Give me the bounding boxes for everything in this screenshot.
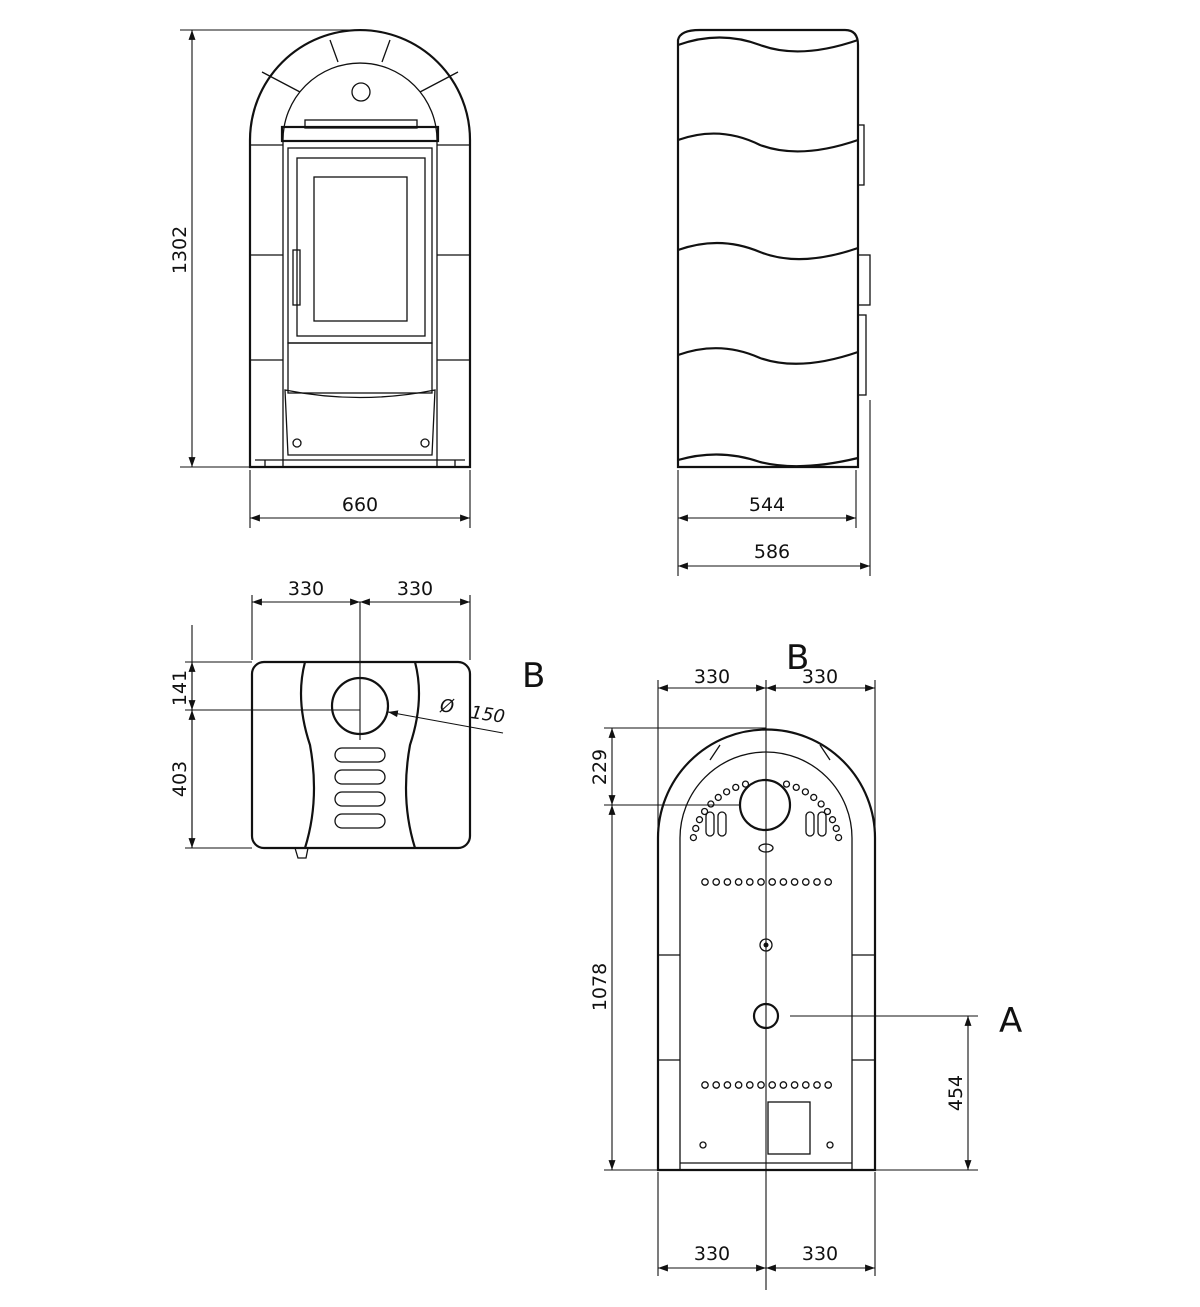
- rear-outlet-label-b: B: [786, 638, 809, 678]
- vent-hole: [790, 1081, 799, 1089]
- front-view: [248, 28, 472, 469]
- vent-hole: [832, 824, 840, 833]
- vent-hole: [817, 800, 825, 808]
- inlet-label-a: A: [999, 1001, 1022, 1041]
- outlet-label-b: B: [522, 656, 545, 696]
- rear-view-dimensions: 330 330 B 229 1078 454 A 330 330: [589, 638, 1022, 1290]
- dim-label-inlet-height: 454: [945, 1075, 967, 1111]
- vent-hole: [768, 1081, 777, 1089]
- vent-hole: [689, 833, 698, 842]
- vent-hole: [779, 878, 788, 886]
- vent-hole: [813, 1081, 821, 1089]
- diameter-symbol: Ø: [439, 696, 455, 717]
- vent-hole: [801, 878, 810, 886]
- dim-label-rear-top-right: 330: [802, 666, 838, 688]
- dim-label-rear-top-offset: 229: [589, 749, 611, 785]
- vent-hole: [745, 878, 754, 886]
- dim-label-rear-bottom-left: 330: [694, 1243, 730, 1265]
- top-view-dimensions: 330 330 141 403: [169, 578, 471, 849]
- vent-hole: [779, 1081, 788, 1089]
- top-view: Ø 150 B: [250, 656, 545, 859]
- vent-hole: [714, 793, 722, 802]
- dim-label-front-offset: 141: [169, 670, 191, 706]
- vent-hole: [792, 783, 800, 792]
- vent-hole: [695, 816, 704, 824]
- vent-hole: [801, 1081, 810, 1089]
- top-knob-icon: [351, 82, 371, 102]
- vent-hole: [782, 780, 791, 788]
- vent-hole: [801, 788, 810, 796]
- dim-label-height: 1302: [169, 226, 191, 274]
- vent-hole: [701, 878, 709, 886]
- dimension-height-1302: 1302: [169, 29, 360, 468]
- vent-hole: [823, 807, 832, 816]
- dim-label-width: 660: [342, 494, 378, 516]
- vent-hole: [723, 878, 732, 886]
- dim-label-left-half: 330: [288, 578, 324, 600]
- vent-hole: [824, 1081, 833, 1089]
- vent-hole: [745, 1081, 754, 1089]
- vent-hole: [722, 788, 731, 796]
- dim-label-depth-total: 586: [754, 541, 790, 563]
- dimension-width-660: 660: [249, 470, 471, 528]
- vent-hole: [741, 780, 750, 788]
- vent-hole: [768, 878, 777, 886]
- diameter-label: 150: [469, 702, 506, 728]
- vent-hole: [734, 878, 743, 886]
- side-view: [676, 28, 871, 469]
- vent-hole: [824, 878, 833, 886]
- vent-hole: [790, 878, 799, 886]
- vent-hole: [834, 833, 843, 842]
- vent-hole: [828, 816, 837, 824]
- dim-label-right-half: 330: [397, 578, 433, 600]
- vent-hole: [723, 1081, 732, 1089]
- vent-hole: [732, 783, 740, 792]
- dim-label-outlet-height: 1078: [589, 963, 611, 1011]
- dim-label-rear-offset: 403: [169, 761, 191, 797]
- vent-hole: [700, 807, 709, 816]
- vent-hole: [707, 800, 715, 808]
- vent-hole: [757, 878, 765, 886]
- vent-hole: [813, 878, 821, 886]
- rear-flue-outlet-circle: [738, 778, 792, 832]
- vent-hole: [692, 824, 700, 833]
- vent-hole: [712, 1081, 721, 1089]
- vent-hole: [734, 1081, 743, 1089]
- dim-label-depth-inner: 544: [749, 494, 785, 516]
- dimension-depth-544: 544 586: [677, 400, 871, 576]
- dim-label-rear-top-left: 330: [694, 666, 730, 688]
- vent-hole: [757, 1081, 765, 1089]
- dim-label-rear-bottom-right: 330: [802, 1243, 838, 1265]
- vent-hole: [712, 878, 721, 886]
- vent-hole: [701, 1081, 709, 1089]
- vent-hole: [810, 793, 818, 802]
